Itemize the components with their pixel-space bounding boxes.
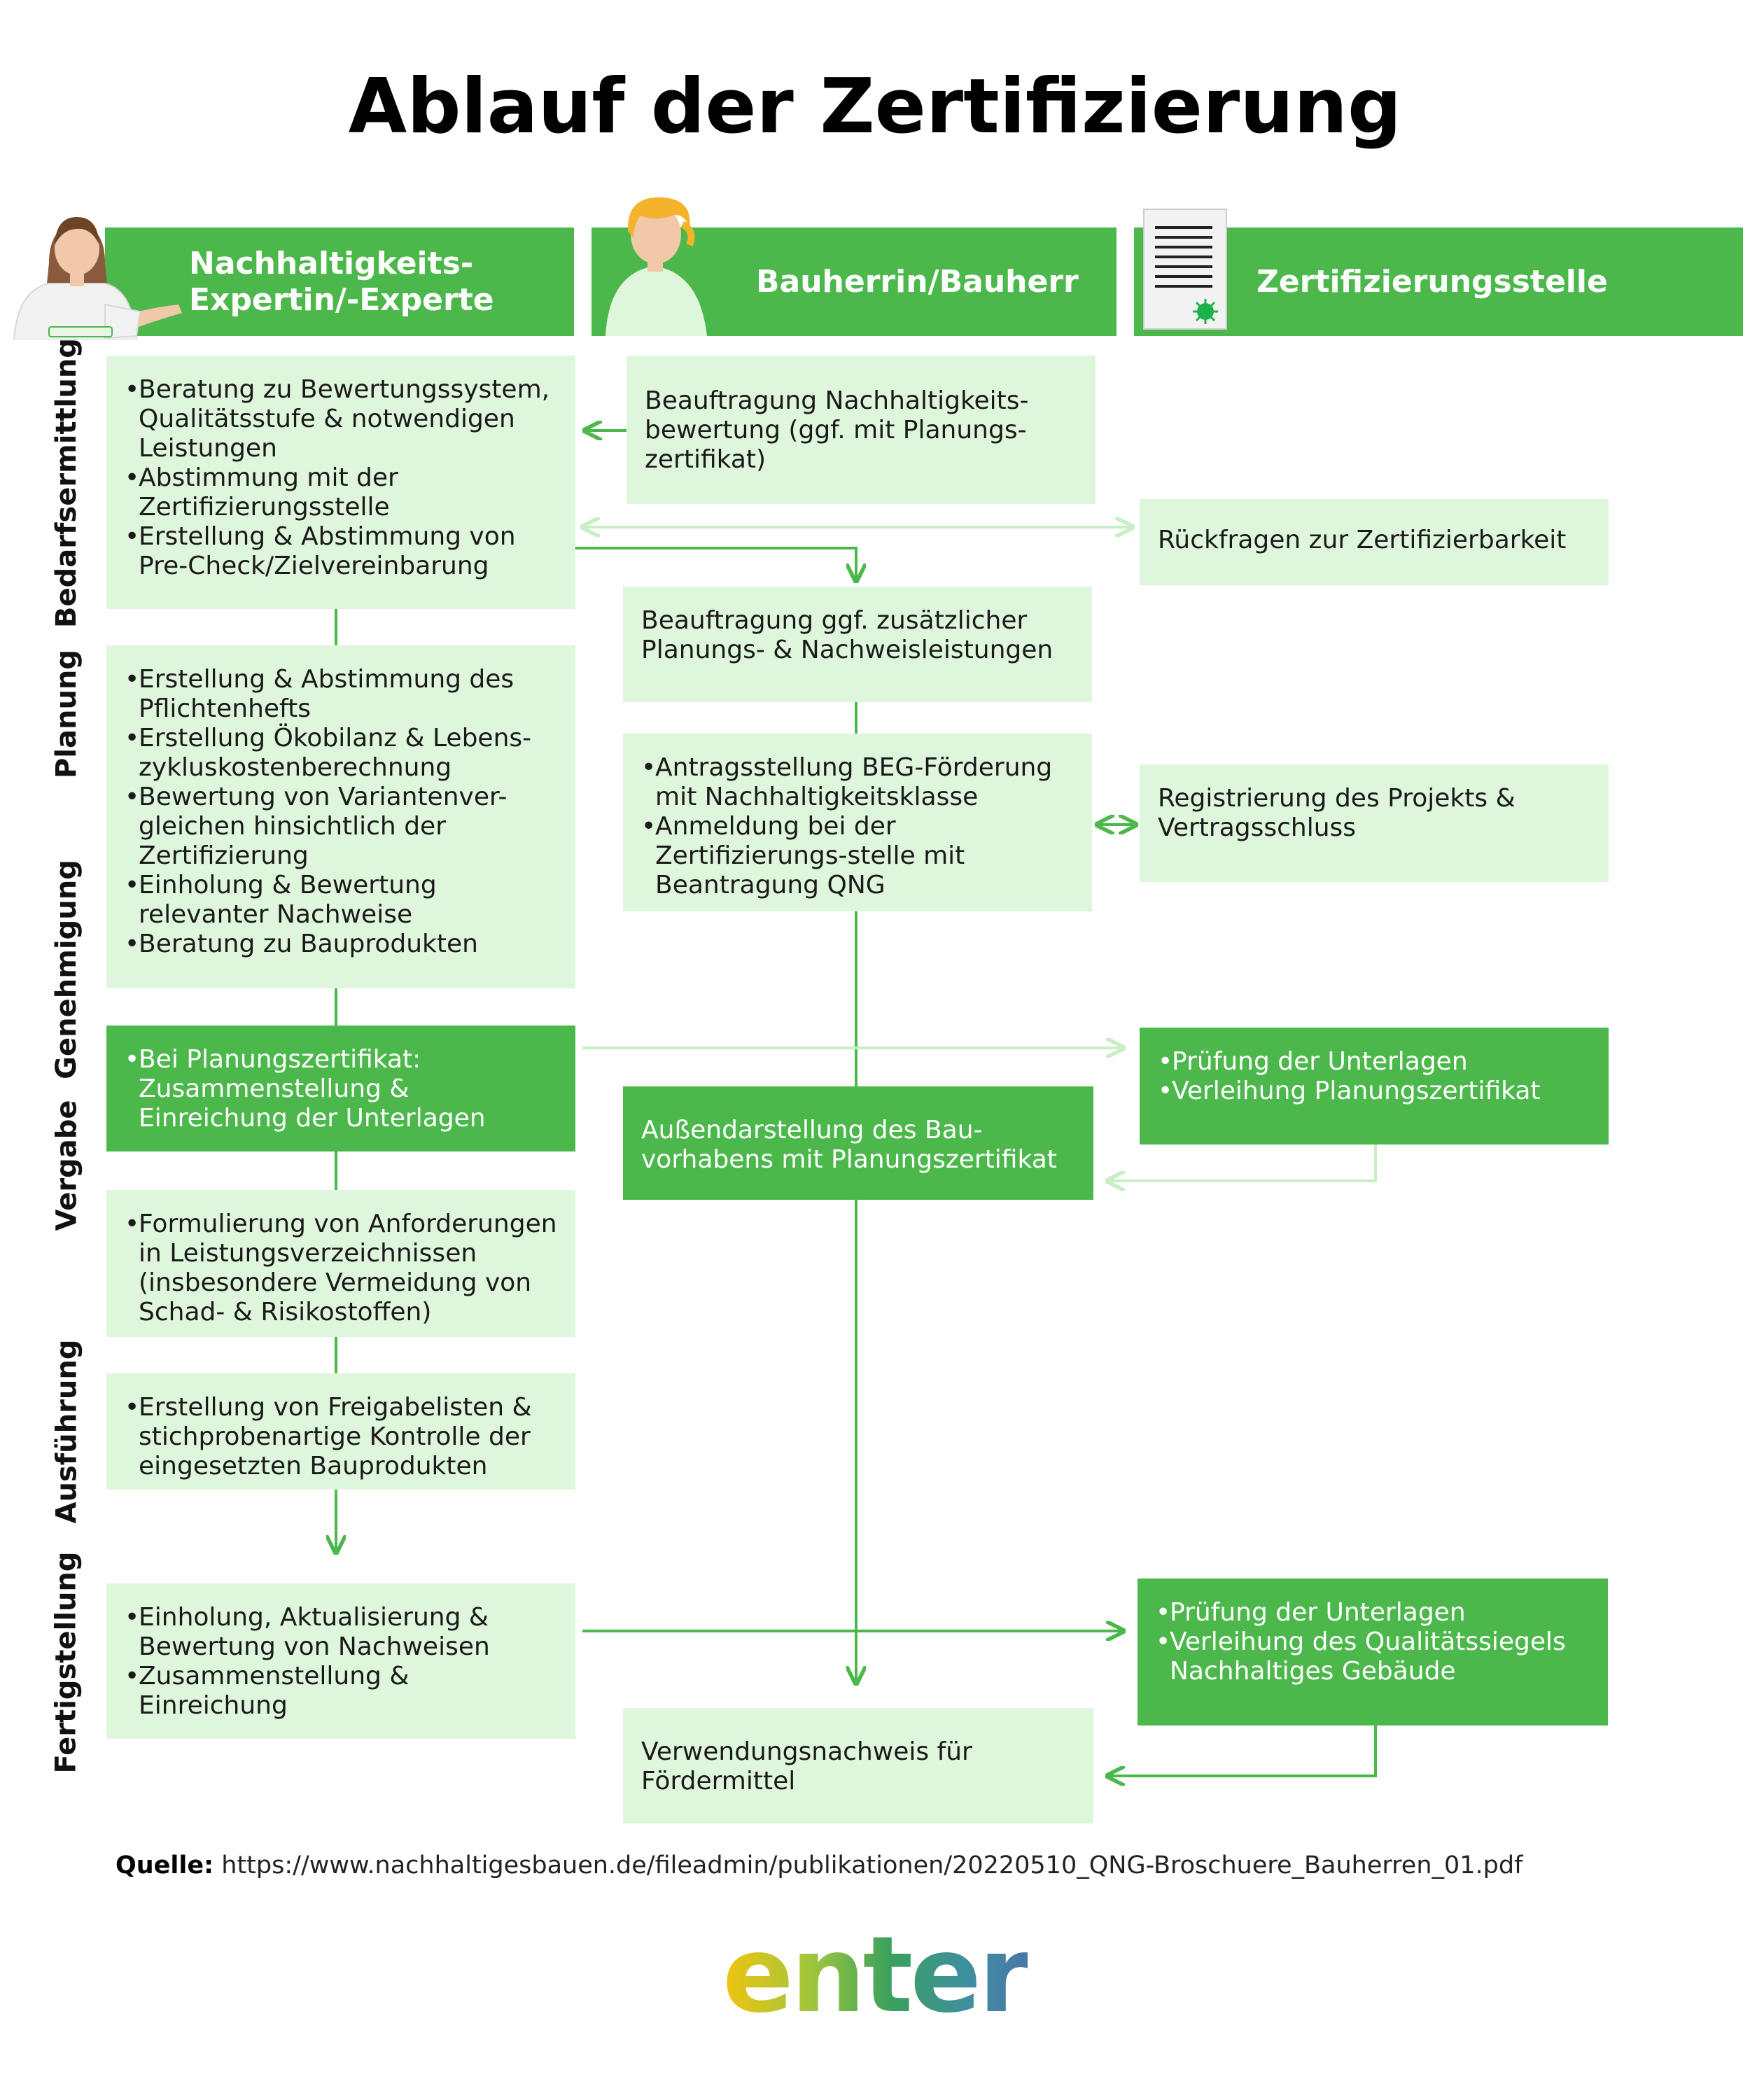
- owner-box-antrag: Antragsstellung BEG-Förderung mit Nachha…: [623, 734, 1092, 911]
- owner-box-zusatzleistungen: Beauftragung ggf. zusätzlicher Planungs-…: [623, 587, 1092, 702]
- page-title: Ablauf der Zertifizierung: [348, 63, 1402, 150]
- source-citation: Quelle: https://www.nachhaltigesbauen.de…: [115, 1851, 1522, 1879]
- owner-box-verwendungsnachweis: Verwendungsnachweis für Fördermittel: [623, 1708, 1093, 1823]
- expert-avatar-icon: [13, 217, 182, 340]
- enter-logo: enter: [722, 1914, 1030, 2036]
- expert-box-ausfuehrung: Erstellung von Freigabelisten & stichpro…: [106, 1373, 575, 1490]
- owner-avatar-icon: [606, 197, 707, 336]
- cert-box-planungszertifikat: Prüfung der UnterlagenVerleihung Planung…: [1140, 1028, 1609, 1144]
- cert-box-registrierung: Registrierung des Projekts & Vertragssch…: [1140, 764, 1609, 882]
- expert-box-bedarfsermittlung: Beratung zu Bewertungssystem, Qualitätss…: [106, 356, 575, 609]
- expert-box-planung: Erstellung & Abstimmung des Pflichtenhef…: [106, 645, 575, 988]
- expert-box-planungszertifikat: Bei Planungszertifikat: Zusammenstellung…: [106, 1026, 575, 1152]
- header-expert: Nachhaltigkeits- Expertin/-Experte: [105, 227, 574, 336]
- cert-box-qualitaetssiegel: Prüfung der UnterlagenVerleihung des Qua…: [1138, 1578, 1608, 1726]
- cert-box-rueckfragen: Rückfragen zur Zertifizierbarkeit: [1140, 499, 1609, 585]
- certificate-document-icon: [1143, 209, 1227, 330]
- expert-box-fertigstellung: Einholung, Aktualisierung & Bewertung vo…: [106, 1583, 575, 1739]
- owner-box-beauftragung: Beauftragung Nachhaltigkeits-bewertung (…: [626, 356, 1096, 504]
- owner-box-aussendarstellung: Außendarstellung des Bau-vorhabens mit P…: [623, 1086, 1093, 1200]
- expert-box-vergabe: Formulierung von Anforderungen in Leistu…: [106, 1190, 575, 1337]
- source-label: Quelle:: [115, 1851, 214, 1879]
- header-certifier: Zertifizierungsstelle: [1134, 227, 1743, 336]
- source-url[interactable]: https://www.nachhaltigesbauen.de/fileadm…: [221, 1851, 1523, 1879]
